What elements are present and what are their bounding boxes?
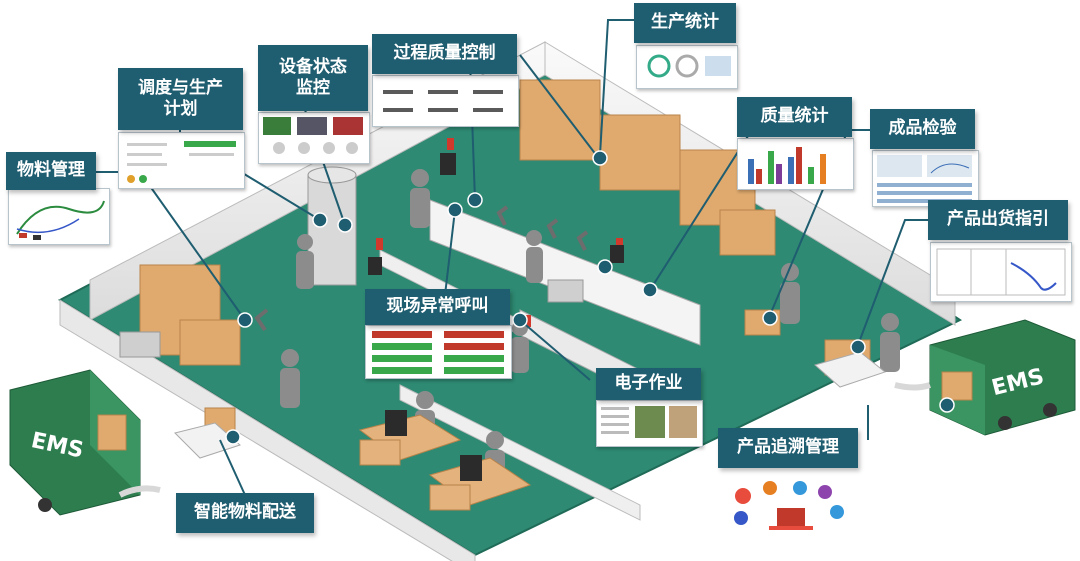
front-left-wall [59,299,476,561]
trace-screen-thumb [725,478,855,533]
label-quality-statistics: 质量统计 [737,97,852,137]
label-shipping-guide: 产品出货指引 [928,200,1068,240]
pallet-rack [119,279,584,358]
label-electronic-work: 电子作业 [596,368,701,400]
inner-partition [399,384,641,521]
delivery-truck-left: EMS [9,369,141,516]
material-screen-thumb [8,188,110,245]
connector-dot [225,150,955,445]
robot-arm [254,205,589,332]
inspection-screen-thumb [872,150,979,207]
chart-thumb-icon [16,200,105,240]
scheduling-screen-thumb [118,132,245,189]
quality-stats-screen-thumb [737,138,854,190]
computer-monitor [368,153,624,481]
label-equipment-monitoring: 设备状态 监控 [258,45,368,111]
label-final-inspection: 成品检验 [870,109,975,149]
equipment-screen-thumb [258,112,370,164]
shipping-screen-thumb [930,242,1072,302]
label-material-management: 物料管理 [6,152,96,190]
delivery-truck-right: EMS [929,319,1076,436]
process-quality-screen-thumb [372,75,519,127]
desk [358,414,532,511]
e-work-screen-thumb [596,400,703,447]
label-scheduling-planning: 调度与生产 计划 [118,68,243,130]
production-stats-screen-thumb [636,45,738,89]
label-traceability: 产品追溯管理 [718,428,858,468]
label-process-quality-control: 过程质量控制 [372,34,517,74]
label-smart-material-delivery: 智能物料配送 [176,493,314,533]
label-production-statistics: 生产统计 [634,3,736,43]
label-onsite-alarm: 现场异常呼叫 [365,289,510,325]
alarm-screen-thumb [365,325,512,379]
